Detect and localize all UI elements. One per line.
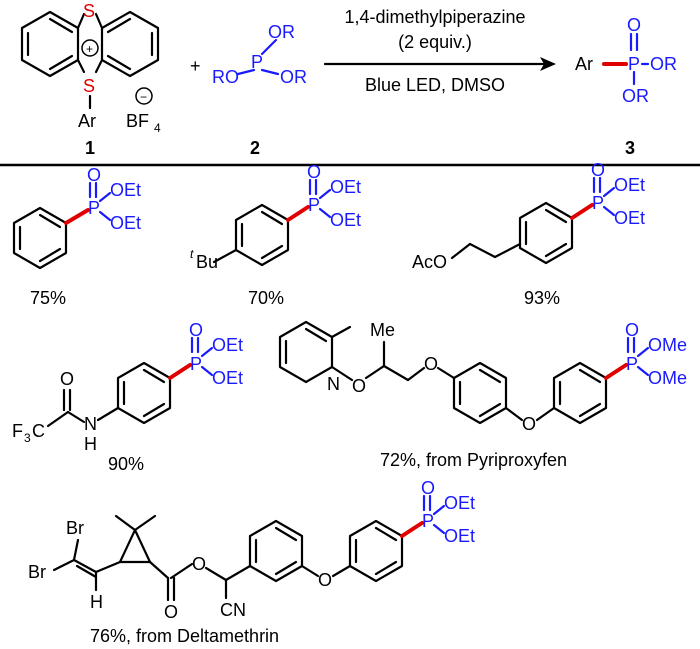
counterion-subscript: 4 (154, 121, 161, 135)
deltamethrin-oet-1: OEt (444, 493, 475, 513)
cyano-cn: CN (220, 600, 246, 620)
amide-oet-1: OEt (212, 335, 243, 355)
product-or-right: OR (650, 54, 677, 74)
amide-o: O (60, 369, 74, 389)
compound-number-1: 1 (85, 138, 95, 158)
tbu-oet-1: OEt (330, 177, 361, 197)
sulfonium-salt-1: S S + Ar − BF 4 1 (20, 1, 161, 158)
product-deltamethrin: Br Br H O O CN O P (28, 478, 475, 646)
phenyl-oet-1: OEt (110, 180, 141, 200)
tbu-t: t (190, 247, 194, 261)
product-pyriproxyfen: N O Me O O P O OMe OMe 72%, from Pyripr (278, 320, 687, 470)
plus-charge-icon (81, 39, 99, 57)
amide-po: O (189, 320, 203, 340)
compound-number-3: 3 (625, 138, 635, 158)
product-or-bottom: OR (622, 86, 649, 106)
acetoxy-oet-2: OEt (614, 208, 645, 228)
tbu-o: O (307, 162, 321, 182)
minus-charge-icon (135, 87, 153, 105)
amide-n: N (84, 414, 97, 434)
bromo-1: Br (66, 518, 84, 538)
compound-number-2: 2 (250, 138, 260, 158)
yield-pyriproxyfen: 72%, from Pyriproxyfen (380, 450, 567, 470)
amide-p: P (190, 354, 202, 374)
product-o: O (627, 15, 641, 35)
yield-acetoxyethyl: 93% (524, 288, 560, 308)
deltamethrin-oet-2: OEt (444, 526, 475, 546)
amide-h: H (84, 434, 97, 454)
arrow-condition-light: Blue LED, DMSO (365, 75, 505, 95)
arrow-condition-base: 1,4-dimethylpiperazine (344, 7, 525, 27)
plus-sign: + (190, 56, 201, 76)
minus-charge: − (140, 90, 147, 104)
acetoxy-aco: AcO (412, 252, 447, 272)
ester-carbonyl-o: O (164, 602, 178, 622)
ester-o: O (192, 554, 206, 574)
cf3-c: C (32, 421, 45, 441)
pyriproxyfen-o2: O (424, 354, 438, 374)
amide-oet-2: OEt (212, 368, 243, 388)
phenyl-oet-2: OEt (110, 213, 141, 233)
product-trifluoroacetamide: F 3 C O N H P O OEt OEt 90% (12, 320, 243, 474)
phosphite-p: P (251, 52, 263, 72)
counterion-bf: BF (126, 111, 149, 131)
deltamethrin-po: O (421, 478, 435, 498)
tbu-p: P (308, 195, 320, 215)
product-tbu-phenyl: t Bu P O OEt OEt 70% (190, 162, 361, 308)
acetoxy-p: P (592, 193, 604, 213)
pyriproxyfen-ome-1: OMe (648, 335, 687, 355)
yield-phenyl: 75% (30, 288, 66, 308)
pyriproxyfen-o1: O (352, 376, 366, 396)
yield-tbu-phenyl: 70% (248, 288, 284, 308)
phosphite-ro: RO (212, 67, 239, 87)
phosphite-or-right: OR (280, 67, 307, 87)
sulfur-atom-bottom: S (83, 76, 95, 96)
pyriproxyfen-po: O (625, 320, 639, 340)
product-p: P (628, 54, 640, 74)
product-phenyl: P O OEt OEt 75% (12, 165, 141, 308)
acetoxy-o: O (591, 160, 605, 180)
acetoxy-oet-1: OEt (614, 175, 645, 195)
pyriproxyfen-p: P (626, 354, 638, 374)
phosphonate-product-3: Ar P O OR OR 3 (575, 15, 677, 158)
product-ar: Ar (575, 54, 593, 74)
plus-charge: + (86, 42, 93, 56)
pyriproxyfen-ome-2: OMe (648, 368, 687, 388)
methyl-me: Me (370, 320, 395, 340)
tbu-bu: Bu (196, 252, 218, 272)
phosphite-2: OR P RO OR 2 (212, 22, 307, 158)
pyridine-n: N (327, 374, 340, 394)
phenyl-p: P (88, 198, 100, 218)
cf3-f: F (12, 421, 23, 441)
bromo-2: Br (28, 562, 46, 582)
phenyl-o: O (87, 165, 101, 185)
cf3-subscript: 3 (24, 431, 31, 445)
yield-trifluoroacetamide: 90% (108, 454, 144, 474)
aryl-label: Ar (78, 111, 96, 131)
pyriproxyfen-o3: O (522, 414, 536, 434)
sulfur-atom-top: S (83, 1, 95, 21)
product-acetoxyethyl: AcO P O OEt OEt 93% (412, 160, 645, 308)
phosphite-or-top: OR (268, 22, 295, 42)
diaryl-ether-o: O (318, 570, 332, 590)
arrow-condition-equiv: (2 equiv.) (398, 32, 472, 52)
yield-deltamethrin: 76%, from Deltamethrin (90, 626, 279, 646)
reaction-arrow: 1,4-dimethylpiperazine (2 equiv.) Blue L… (323, 7, 556, 95)
deltamethrin-p: P (422, 511, 434, 531)
vinyl-h: H (90, 592, 103, 612)
tbu-oet-2: OEt (330, 210, 361, 230)
